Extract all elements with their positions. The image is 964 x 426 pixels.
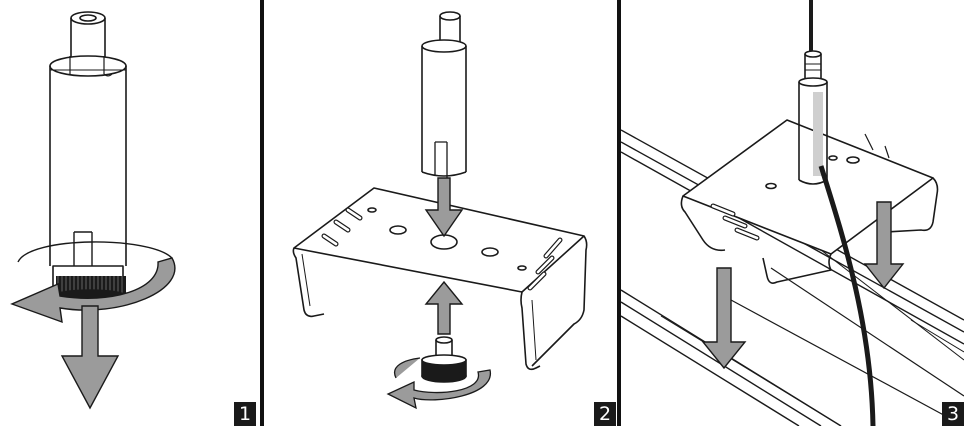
down-arrow-icon bbox=[60, 305, 120, 410]
down-arrow-icon bbox=[863, 201, 905, 290]
rotation-ring-back bbox=[17, 241, 173, 263]
step-number-badge: 2 bbox=[594, 402, 616, 426]
step-2-illustration bbox=[292, 11, 588, 410]
step-3-illustration bbox=[621, 0, 964, 426]
step-1-panel: 1 bbox=[0, 0, 260, 426]
panel-divider bbox=[260, 0, 264, 426]
bracket-top-plate bbox=[682, 119, 934, 255]
step-number-badge: 3 bbox=[942, 402, 964, 426]
step-2-panel: 2 bbox=[264, 0, 617, 426]
step-1-illustration bbox=[10, 11, 176, 410]
step-number-badge: 1 bbox=[234, 402, 256, 426]
panel-divider bbox=[617, 0, 621, 426]
cable-icon bbox=[818, 165, 876, 426]
rotate-arrow-icon bbox=[386, 357, 491, 410]
step-3-panel: 3 bbox=[621, 0, 964, 426]
down-arrow-icon bbox=[701, 267, 747, 370]
rotate-arrow-icon bbox=[10, 257, 176, 324]
up-arrow-icon bbox=[424, 280, 464, 335]
down-arrow-icon bbox=[424, 177, 464, 238]
